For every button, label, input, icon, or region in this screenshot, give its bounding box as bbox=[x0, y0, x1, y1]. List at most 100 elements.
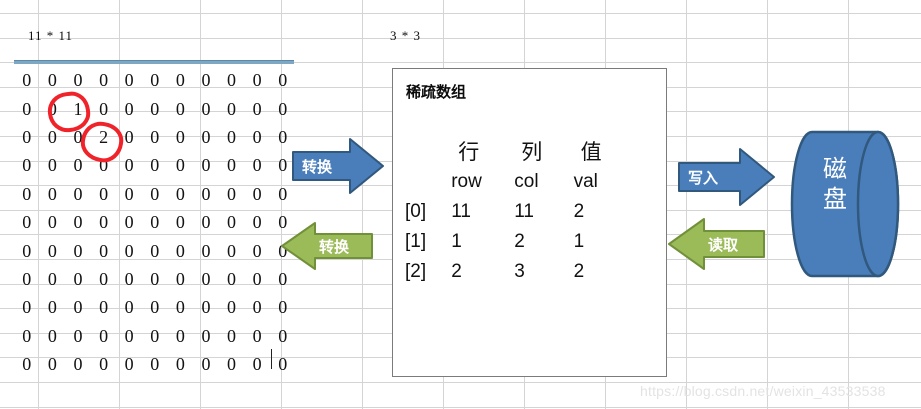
sparse-array-title: 稀疏数组 bbox=[406, 85, 467, 101]
matrix-cell: 0 bbox=[252, 325, 262, 346]
matrix-cell: 0 bbox=[150, 98, 160, 119]
matrix-cell: 0 bbox=[227, 325, 237, 346]
header-index-cn bbox=[405, 134, 448, 167]
matrix-cell: 0 bbox=[124, 70, 134, 91]
matrix-cell: 0 bbox=[252, 354, 262, 375]
matrix-cell: 0 bbox=[47, 126, 57, 147]
matrix-cell: 0 bbox=[278, 240, 288, 261]
cell-val: 1 bbox=[573, 231, 585, 252]
matrix-cell: 0 bbox=[150, 155, 160, 176]
matrix-cell: 0 bbox=[73, 297, 83, 318]
matrix-cell: 0 bbox=[150, 325, 160, 346]
header-val-en: val bbox=[573, 171, 598, 192]
cell-index: [1] bbox=[405, 231, 427, 252]
matrix-cell: 0 bbox=[175, 98, 185, 119]
text-caret bbox=[271, 349, 272, 369]
matrix-cell: 0 bbox=[124, 98, 134, 119]
matrix-cell: 0 bbox=[175, 240, 185, 261]
matrix-cell: 0 bbox=[150, 240, 160, 261]
matrix-cell: 0 bbox=[73, 240, 83, 261]
matrix-cell: 0 bbox=[22, 240, 32, 261]
cell-row: 2 bbox=[451, 261, 462, 282]
convert-back-arrow[interactable]: 转换 bbox=[281, 222, 373, 270]
matrix-cell: 0 bbox=[73, 183, 83, 204]
matrix-cell: 0 bbox=[47, 268, 57, 289]
matrix-cell: 0 bbox=[22, 70, 32, 91]
matrix-cell: 0 bbox=[22, 354, 32, 375]
matrix-cell: 0 bbox=[278, 98, 288, 119]
matrix-cell: 0 bbox=[201, 126, 211, 147]
matrix-cell: 0 bbox=[150, 212, 160, 233]
matrix-cell: 0 bbox=[73, 212, 83, 233]
matrix-cell: 0 bbox=[124, 155, 134, 176]
matrix-size-label: 11 * 11 bbox=[28, 28, 74, 43]
matrix-cell: 0 bbox=[47, 354, 57, 375]
matrix-cell: 0 bbox=[124, 297, 134, 318]
grid-column-line bbox=[362, 0, 363, 409]
matrix-cell: 0 bbox=[201, 98, 211, 119]
grid-row-line bbox=[0, 38, 921, 39]
matrix-cell: 0 bbox=[150, 183, 160, 204]
matrix-cell: 0 bbox=[278, 155, 288, 176]
matrix-cell: 0 bbox=[252, 126, 262, 147]
grid-row-line bbox=[0, 13, 921, 14]
matrix-cell: 0 bbox=[47, 212, 57, 233]
cell-col: 3 bbox=[514, 261, 525, 282]
matrix-cell: 0 bbox=[175, 268, 185, 289]
matrix-cell: 0 bbox=[227, 183, 237, 204]
matrix-cell: 0 bbox=[99, 268, 109, 289]
cell-row: 1 bbox=[451, 231, 462, 252]
matrix-cell: 0 bbox=[73, 155, 83, 176]
matrix-cell: 0 bbox=[252, 268, 262, 289]
matrix-cell: 0 bbox=[201, 212, 211, 233]
matrix-cell: 0 bbox=[99, 297, 109, 318]
matrix-cell: 0 bbox=[150, 354, 160, 375]
matrix-cell: 0 bbox=[47, 297, 57, 318]
matrix-cell: 0 bbox=[278, 70, 288, 91]
header-col-cn: 列 bbox=[521, 139, 543, 164]
matrix-cell: 0 bbox=[124, 126, 134, 147]
matrix-cell: 0 bbox=[22, 155, 32, 176]
matrix-cell: 0 bbox=[227, 212, 237, 233]
matrix-cell: 0 bbox=[252, 98, 262, 119]
header-val-cn: 值 bbox=[580, 139, 602, 164]
header-row-en: row bbox=[451, 171, 482, 192]
matrix-cell: 0 bbox=[201, 268, 211, 289]
matrix-cell: 0 bbox=[99, 212, 109, 233]
matrix-cell: 0 bbox=[227, 354, 237, 375]
matrix-cell: 0 bbox=[227, 70, 237, 91]
matrix-cell: 0 bbox=[278, 212, 288, 233]
matrix-cell: 0 bbox=[22, 297, 32, 318]
read-arrow[interactable]: 读取 bbox=[668, 218, 765, 270]
convert-forward-arrow[interactable]: 转换 bbox=[292, 138, 384, 194]
matrix-cell: 0 bbox=[175, 297, 185, 318]
write-arrow[interactable]: 写入 bbox=[678, 148, 775, 206]
matrix-cell: 0 bbox=[227, 268, 237, 289]
grid-row-line bbox=[0, 407, 921, 408]
matrix-cell: 1 bbox=[73, 98, 83, 119]
matrix-cell: 0 bbox=[99, 98, 109, 119]
matrix-cell: 0 bbox=[22, 98, 32, 119]
matrix-cell: 0 bbox=[124, 268, 134, 289]
matrix-cell: 0 bbox=[47, 70, 57, 91]
matrix-cell: 0 bbox=[278, 268, 288, 289]
matrix-cell: 0 bbox=[99, 70, 109, 91]
table-header-cn: 行列值 bbox=[405, 134, 620, 167]
matrix-cell: 2 bbox=[99, 126, 109, 147]
cell-col: 2 bbox=[514, 231, 525, 252]
matrix-cell: 0 bbox=[73, 354, 83, 375]
cell-index: [0] bbox=[405, 201, 427, 222]
cell-row: 11 bbox=[451, 201, 471, 222]
matrix-cell: 0 bbox=[201, 155, 211, 176]
matrix-cell: 0 bbox=[227, 240, 237, 261]
matrix-cell: 0 bbox=[227, 98, 237, 119]
matrix-cell: 0 bbox=[227, 126, 237, 147]
cell-val: 2 bbox=[573, 201, 585, 222]
